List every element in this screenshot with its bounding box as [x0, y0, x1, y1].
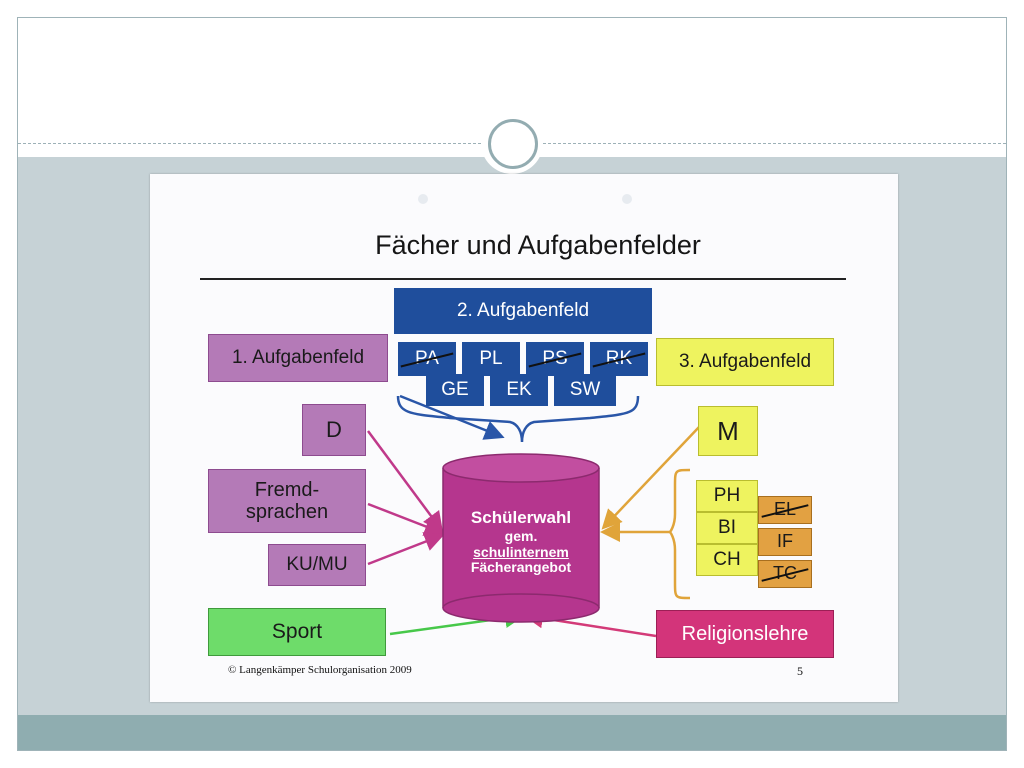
- subject-label: PS: [542, 347, 568, 369]
- center-line4: Fächerangebot: [470, 559, 572, 576]
- field1-header: 1. Aufgabenfeld: [208, 334, 388, 382]
- sport-box: Sport: [208, 608, 386, 656]
- center-line2: gem.: [504, 528, 538, 545]
- religion-box: Religionslehre: [656, 610, 834, 658]
- field2-subject-rk: RK: [590, 342, 648, 376]
- punch-hole: [622, 194, 632, 204]
- arrow-fremdsprachen-to-center: [367, 502, 445, 536]
- arrow-m-to-center: [601, 425, 701, 530]
- connector-lines: [366, 394, 701, 638]
- field3-subject-el: EL: [758, 496, 812, 524]
- field3-subject-tc: TC: [758, 560, 812, 588]
- field2-brace: [396, 395, 640, 443]
- field2-subject-ek: EK: [490, 374, 548, 406]
- arrow-field1-to-center: [399, 394, 505, 440]
- subject-label: EL: [773, 499, 797, 520]
- field1-subject-d: D: [302, 404, 366, 456]
- sciences-brace: [668, 468, 691, 600]
- field3-header: 3. Aufgabenfeld: [656, 338, 834, 386]
- copyright-note: © Langenkämper Schulorganisation 2009: [228, 664, 412, 676]
- page-number: 5: [797, 664, 803, 678]
- slide-footer-band: [18, 715, 1006, 750]
- field1-subject-kumu: KU/MU: [268, 544, 366, 586]
- field2-subject-pa: PA: [398, 342, 456, 376]
- title-underline: [200, 278, 846, 280]
- field3-subject-ch: CH: [696, 544, 758, 576]
- center-line3: schulinternem: [473, 543, 569, 560]
- field3-subject-if: IF: [758, 528, 812, 556]
- arrow-kumu-to-center: [367, 532, 445, 566]
- field3-subject-m: M: [698, 406, 758, 456]
- center-label: Schülerwahl gem. schulinternem Fächerang…: [443, 492, 599, 592]
- field2-subject-ge: GE: [426, 374, 484, 406]
- field2-subject-sw: SW: [554, 374, 616, 406]
- diagram-photo: Fächer und Aufgabenfelder: [150, 174, 898, 702]
- field2-subject-pl: PL: [462, 342, 520, 376]
- ring-ornament-inner: [488, 119, 538, 169]
- subject-label: RK: [605, 347, 633, 369]
- subject-label: PA: [415, 347, 439, 369]
- student-choice-cylinder: [442, 453, 600, 623]
- arrow-d-to-center: [366, 430, 443, 533]
- field3-subject-bi: BI: [696, 512, 758, 544]
- center-line1: Schülerwahl: [470, 507, 572, 527]
- field2-subject-ps: PS: [526, 342, 584, 376]
- field2-header: 2. Aufgabenfeld: [394, 288, 652, 334]
- subject-label: IF: [777, 531, 793, 552]
- diagram-title: Fächer und Aufgabenfelder: [375, 230, 701, 260]
- punch-hole: [418, 194, 428, 204]
- subject-label: TC: [773, 563, 797, 584]
- subject-label: PL: [479, 347, 503, 369]
- field1-subject-fremdsprachen: Fremd- sprachen: [208, 469, 366, 533]
- field3-subject-ph: PH: [696, 480, 758, 512]
